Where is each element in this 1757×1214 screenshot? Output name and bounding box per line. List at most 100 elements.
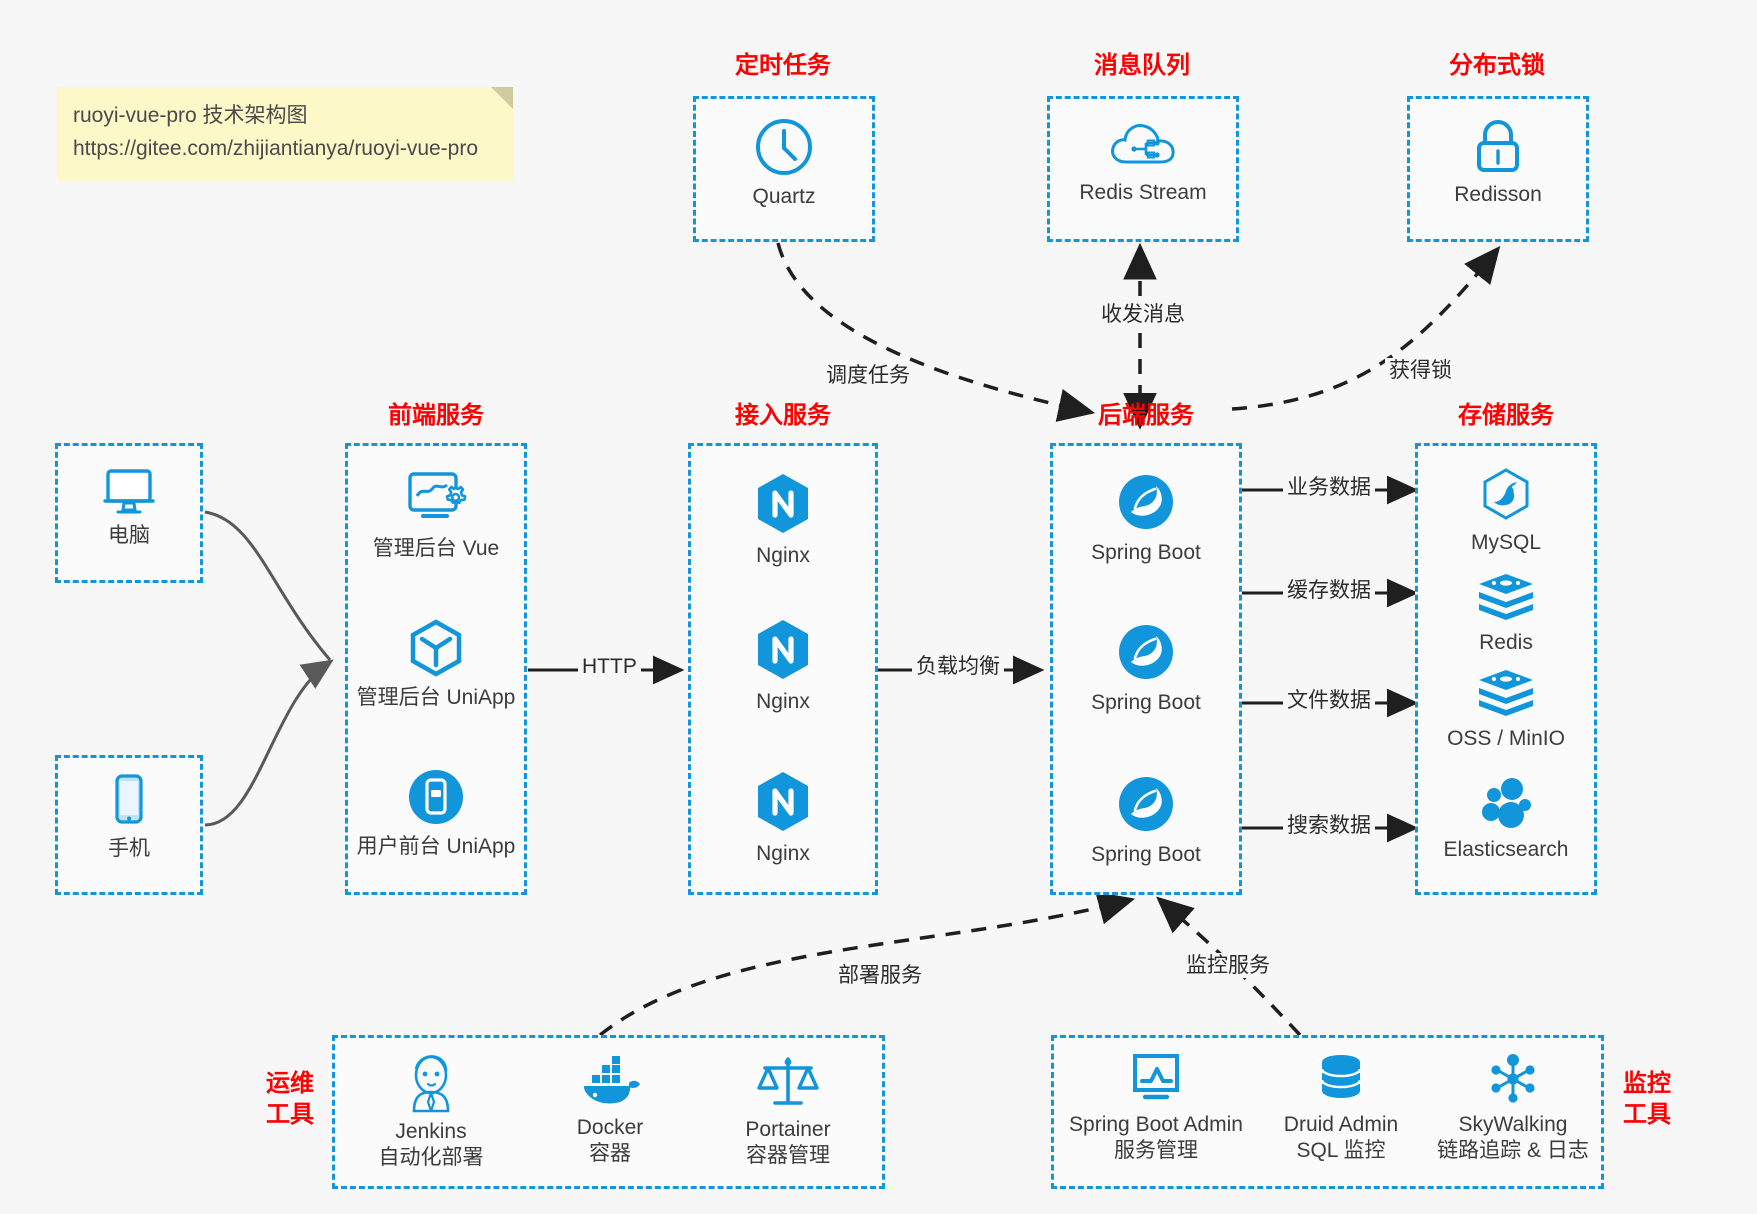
node-sublabel: 链路追踪 & 日志	[1437, 1139, 1589, 1163]
jenkins-icon	[402, 1051, 460, 1113]
group-title-gateway: 接入服务	[735, 402, 831, 429]
node-spring-boot-2: Spring Boot	[1050, 620, 1242, 716]
devops-title-line2: 工具	[266, 1101, 314, 1129]
oss-minio-icon	[1475, 668, 1537, 720]
node-druid-admin: Druid Admin SQL 监控	[1255, 1052, 1427, 1165]
group-title-storage: 存储服务	[1458, 402, 1554, 429]
uniapp-cube-icon	[405, 617, 467, 679]
node-redis-stream: Redis Stream	[1047, 118, 1239, 206]
edge-label-file-data: 文件数据	[1283, 688, 1375, 714]
node-nginx-3: Nginx	[688, 769, 878, 867]
node-label: 手机	[108, 837, 150, 860]
edge-label-http: HTTP	[578, 654, 641, 680]
redis-icon	[1475, 572, 1537, 624]
node-label: Redis Stream	[1079, 181, 1207, 204]
node-label: 电脑	[108, 524, 150, 547]
node-desktop: 电脑	[55, 465, 203, 549]
group-title-scheduled-task: 定时任务	[735, 52, 831, 79]
group-title-devops: 运维 工具	[255, 1068, 325, 1130]
node-sublabel: SQL 监控	[1296, 1139, 1386, 1163]
node-portainer: Portainer 容器管理	[702, 1051, 874, 1170]
group-title-message-queue: 消息队列	[1094, 52, 1190, 79]
node-label: Nginx	[756, 690, 810, 713]
node-sublabel: 自动化部署	[378, 1146, 484, 1170]
nginx-icon	[752, 617, 814, 683]
node-label: Redis	[1479, 631, 1533, 654]
group-title-backend: 后端服务	[1098, 402, 1194, 429]
node-redisson: Redisson	[1407, 116, 1589, 208]
portainer-scale-icon	[755, 1051, 821, 1111]
group-title-distributed-lock: 分布式锁	[1449, 52, 1545, 79]
mobile-app-icon	[405, 766, 467, 828]
nginx-icon	[752, 471, 814, 537]
node-label: Spring Boot	[1091, 691, 1201, 714]
node-redis: Redis	[1415, 572, 1597, 656]
diagram-note: ruoyi-vue-pro 技术架构图 https://gitee.com/zh…	[57, 87, 513, 182]
node-skywalking: SkyWalking 链路追踪 & 日志	[1418, 1052, 1608, 1165]
note-url: https://gitee.com/zhijiantianya/ruoyi-vu…	[73, 136, 479, 160]
node-label: SkyWalking	[1458, 1113, 1568, 1136]
edge-label-schedule-task: 调度任务	[822, 363, 914, 389]
node-label: Jenkins	[395, 1120, 467, 1143]
note-fold-corner	[491, 87, 513, 109]
group-title-monitoring: 监控 工具	[1612, 1068, 1682, 1130]
database-icon	[1313, 1052, 1369, 1106]
node-mysql: MySQL	[1415, 466, 1597, 556]
node-label: Docker	[576, 1116, 644, 1139]
note-title: ruoyi-vue-pro 技术架构图	[73, 104, 308, 127]
edge-label-send-receive-message: 收发消息	[1097, 302, 1189, 328]
cloud-stream-icon	[1108, 118, 1178, 174]
mysql-icon	[1477, 466, 1535, 524]
monitoring-title-line1: 监控	[1623, 1070, 1671, 1097]
spring-boot-icon	[1114, 470, 1178, 534]
node-label: 管理后台 UniApp	[356, 686, 516, 709]
devops-title-line1: 运维	[266, 1070, 314, 1097]
edge-label-search-data: 搜索数据	[1283, 813, 1375, 839]
node-label: Redisson	[1454, 183, 1542, 206]
group-title-frontend: 前端服务	[388, 402, 484, 429]
docker-icon	[578, 1055, 642, 1109]
node-sublabel: 服务管理	[1114, 1139, 1198, 1163]
node-mobile: 手机	[55, 772, 203, 862]
node-nginx-1: Nginx	[688, 471, 878, 569]
edge-label-business-data: 业务数据	[1283, 475, 1375, 501]
node-label: 用户前台 UniApp	[356, 835, 516, 858]
clock-icon	[753, 116, 815, 178]
desktop-icon	[100, 465, 158, 517]
node-spring-boot-3: Spring Boot	[1050, 772, 1242, 868]
nginx-icon	[752, 769, 814, 835]
skywalking-icon	[1485, 1052, 1541, 1106]
edge-label-cache-data: 缓存数据	[1283, 578, 1375, 604]
node-label: Spring Boot Admin	[1069, 1113, 1243, 1136]
edge-label-monitor-service: 监控服务	[1182, 953, 1274, 979]
edge-label-acquire-lock: 获得锁	[1385, 358, 1456, 384]
node-sublabel: 容器管理	[746, 1144, 830, 1168]
edge-label-deploy-service: 部署服务	[834, 963, 926, 989]
node-label: Druid Admin	[1283, 1113, 1399, 1136]
lock-icon	[1469, 116, 1527, 176]
spring-boot-icon	[1114, 620, 1178, 684]
node-label: MySQL	[1470, 531, 1541, 554]
node-label: Quartz	[752, 185, 816, 208]
node-user-uniapp: 用户前台 UniApp	[345, 766, 527, 860]
node-label: OSS / MinIO	[1447, 727, 1565, 750]
edge-label-load-balance: 负载均衡	[912, 654, 1004, 680]
monitoring-title-line2: 工具	[1623, 1101, 1671, 1129]
node-label: Portainer	[745, 1118, 831, 1141]
node-label: Elasticsearch	[1443, 838, 1569, 861]
node-spring-boot-admin: Spring Boot Admin 服务管理	[1061, 1052, 1251, 1165]
node-oss-minio: OSS / MinIO	[1415, 668, 1597, 752]
node-quartz: Quartz	[693, 116, 875, 210]
node-label: Spring Boot	[1091, 843, 1201, 866]
node-spring-boot-1: Spring Boot	[1050, 470, 1242, 566]
monitor-chart-icon	[1127, 1052, 1185, 1106]
node-nginx-2: Nginx	[688, 617, 878, 715]
node-label: Nginx	[756, 544, 810, 567]
spring-boot-icon	[1114, 772, 1178, 836]
node-label: Nginx	[756, 842, 810, 865]
node-sublabel: 容器	[589, 1142, 631, 1166]
node-docker: Docker 容器	[524, 1055, 696, 1168]
mobile-icon	[107, 772, 151, 830]
group-box-message-queue	[1047, 96, 1239, 242]
